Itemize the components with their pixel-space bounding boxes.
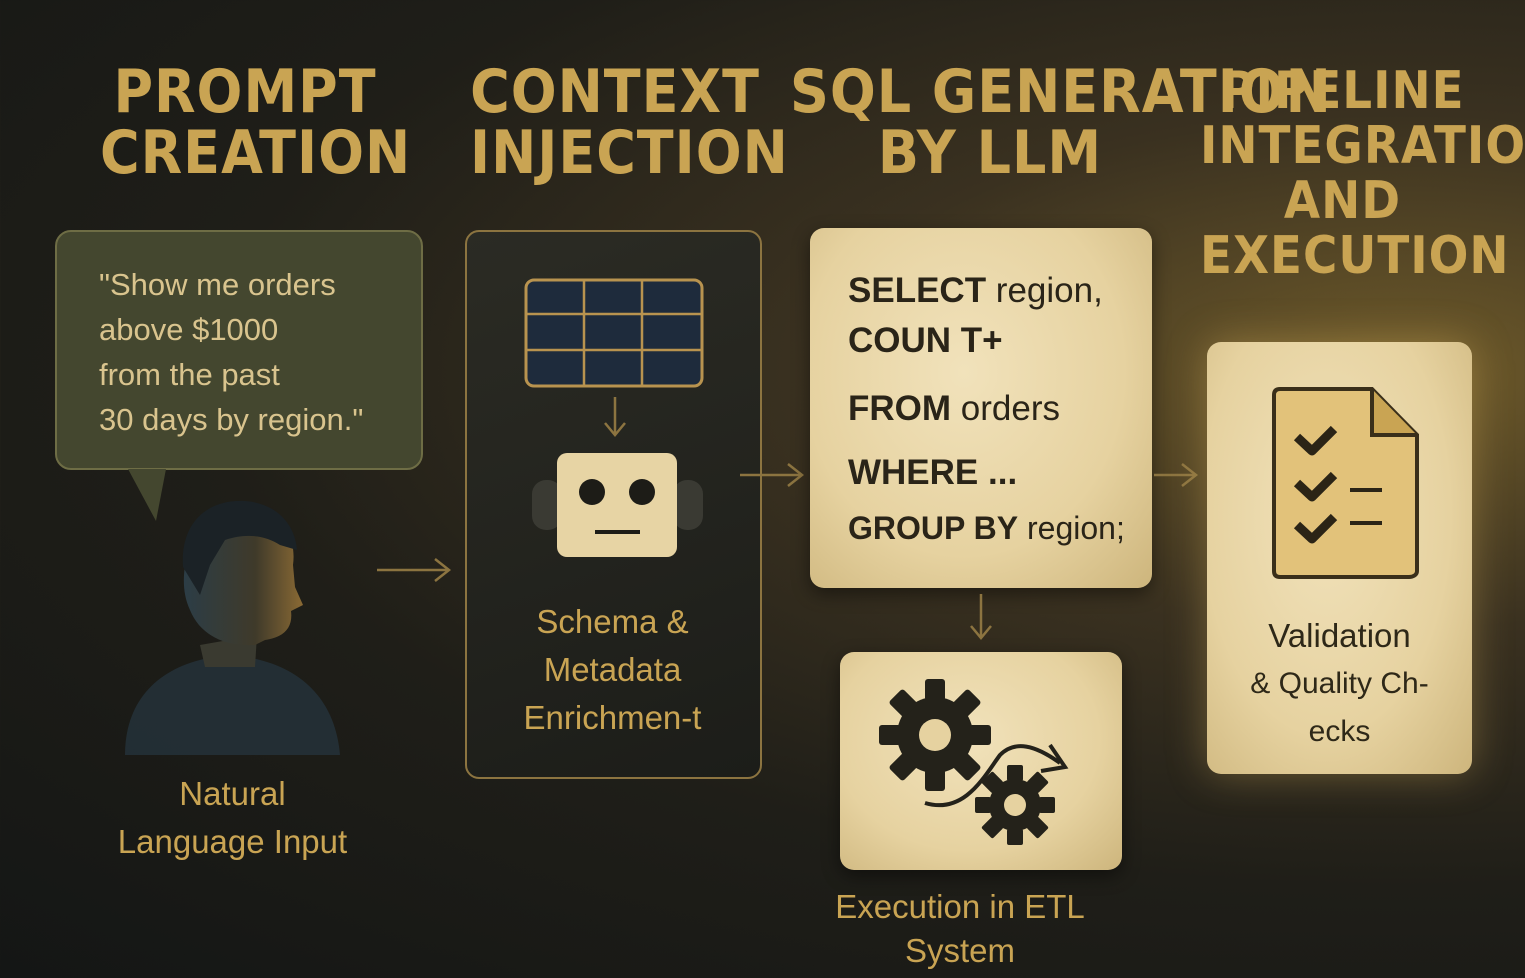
table-grid-icon [524,278,704,388]
sql-keyword: FROM [848,389,952,428]
arrow-down-icon [604,397,626,437]
sql-keyword: GROUP BY [848,510,1019,546]
sql-text: region; [1018,510,1125,546]
prompt-line: 30 days by region." [99,402,364,437]
label-line: & Quality Ch- [1250,667,1429,700]
person-silhouette-icon [125,500,340,755]
prompt-line: above $1000 [99,312,279,347]
stage-heading-sql-generation: SQL GENERATION BY LLM [790,57,1332,189]
label-line: Metadata [543,651,682,688]
label-line: ecks [1308,715,1371,748]
prompt-line: from the past [99,357,280,392]
prompt-line: "Show me orders [99,267,336,302]
sql-keyword: COUN T+ [848,321,1003,360]
label-line: Validation [1268,617,1411,654]
heading-line: SQL GENERATION [790,57,1332,127]
heading-line: CONTEXT [470,57,760,127]
heading-line: BY LLM [877,118,1103,189]
heading-line: INTEGRATION [1200,116,1525,177]
arrow-icon [740,463,805,487]
heading-line: INJECTION [470,118,789,189]
robot-face-icon [532,453,703,557]
prompt-speech-bubble: "Show me orders above $1000 from the pas… [55,230,423,470]
label-line: Schema & [536,603,689,640]
label-line: Natural [179,775,286,812]
sql-line: GROUP BY region; [848,510,1125,548]
stage-heading-context-injection: CONTEXT INJECTION [470,57,789,189]
sql-line: SELECT region, [848,270,1103,311]
heading-line: PROMPT [113,57,377,127]
heading-line: EXECUTION [1200,226,1510,287]
validation-quality-label: Validation & Quality Ch- ecks [1207,612,1472,756]
label-line: Enrichmen-t [523,699,702,736]
label-line: Execution in ETL [835,888,1085,925]
sql-line: FROM orders [848,388,1060,429]
sql-keyword: WHERE ... [848,453,1018,492]
sql-query-card: SELECT region, COUN T+ FROM orders WHERE… [810,228,1152,588]
arrow-icon [1154,463,1199,487]
heading-line: CREATION [100,118,412,189]
natural-language-input-label: Natural Language Input [60,770,405,866]
etl-execution-card [840,652,1122,870]
checklist-document-icon [1272,387,1419,579]
sql-text: orders [951,389,1060,428]
arrow-down-icon [970,594,992,640]
heading-line: AND [1283,171,1402,232]
arrow-icon [377,558,452,582]
stage-heading-pipeline: PIPELINE INTEGRATION AND EXECUTION [1200,61,1525,287]
stage-heading-prompt-creation: PROMPT CREATION [100,57,412,189]
label-line: Language Input [117,823,348,860]
etl-execution-label: Execution in ETL System [790,885,1130,973]
speech-bubble-tail [128,469,166,521]
gears-icon [879,679,1069,845]
sql-keyword: SELECT [848,271,987,310]
schema-metadata-label: Schema & Metadata Enrichmen-t [470,598,755,742]
sql-line: WHERE ... [848,452,1017,493]
sql-line: COUN T+ [848,320,1003,361]
heading-line: PIPELINE [1220,61,1465,121]
label-line: System [904,932,1016,969]
sql-text: region, [986,271,1103,310]
